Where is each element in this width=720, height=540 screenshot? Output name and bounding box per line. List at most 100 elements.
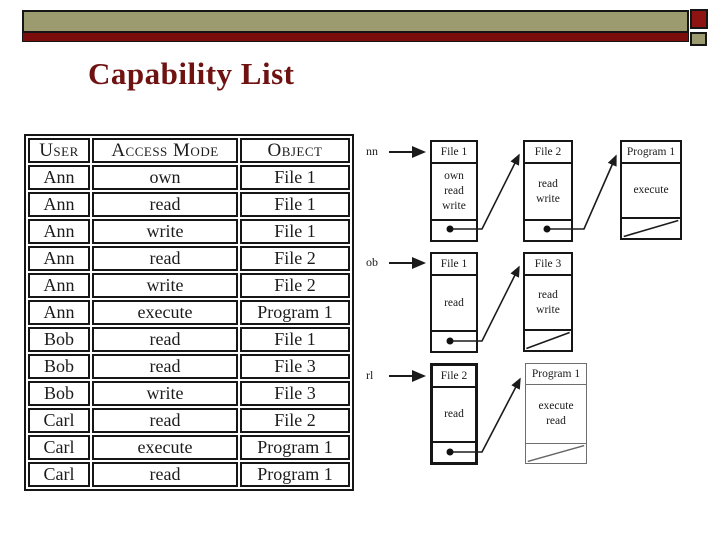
node-title: Program 1 — [622, 142, 680, 164]
user-cell: Carl — [28, 462, 90, 487]
node-permissions: read — [433, 388, 475, 443]
capability-node-ann-program1: Program 1 execute — [620, 140, 682, 240]
user-label-ann-clipped: nn — [366, 144, 378, 158]
object-cell: Program 1 — [240, 462, 350, 487]
node-title: File 1 — [432, 142, 476, 164]
object-cell: Program 1 — [240, 300, 350, 325]
mode-cell: read — [92, 246, 238, 271]
column-header-user: User — [28, 138, 90, 163]
next-pointer-cell — [525, 221, 571, 240]
capability-list-diagram: nn ob rl File 1 own read write File 2 re… — [365, 130, 697, 480]
table-row: Bob read File 1 — [28, 327, 350, 352]
object-cell: File 1 — [240, 219, 350, 244]
object-cell: File 1 — [240, 327, 350, 352]
null-pointer-cell — [525, 331, 571, 350]
capability-node-bob-file3: File 3 read write — [523, 252, 573, 352]
mode-cell: read — [92, 327, 238, 352]
table-row: Bob read File 3 — [28, 354, 350, 379]
permission: read — [444, 185, 464, 197]
user-cell: Carl — [28, 408, 90, 433]
slide-title: Capability List — [88, 56, 295, 91]
user-cell: Ann — [28, 246, 90, 271]
permission: execute — [538, 400, 574, 412]
node-title: Program 1 — [526, 364, 586, 385]
table-header-row: User Access Mode Object — [28, 138, 350, 163]
mode-cell: execute — [92, 300, 238, 325]
node-title: File 2 — [525, 142, 571, 164]
node-title: File 3 — [525, 254, 571, 276]
mode-cell: write — [92, 273, 238, 298]
node-permissions: own read write — [432, 164, 476, 221]
mode-cell: read — [92, 462, 238, 487]
user-cell: Ann — [28, 165, 90, 190]
node-permissions: read write — [525, 164, 571, 221]
column-header-access: Access Mode — [92, 138, 238, 163]
object-cell: File 1 — [240, 192, 350, 217]
next-pointer-cell — [432, 221, 476, 240]
capability-node-bob-file1: File 1 read — [430, 252, 478, 353]
user-cell: Bob — [28, 381, 90, 406]
table-row: Ann write File 2 — [28, 273, 350, 298]
next-pointer-cell — [432, 332, 476, 351]
user-cell: Ann — [28, 219, 90, 244]
node-permissions: execute — [622, 164, 680, 219]
null-pointer-cell — [526, 444, 586, 463]
table-row: Carl read File 2 — [28, 408, 350, 433]
table-row: Ann execute Program 1 — [28, 300, 350, 325]
permission: read — [538, 177, 558, 190]
table-row: Carl execute Program 1 — [28, 435, 350, 460]
node-permissions: read — [432, 276, 476, 332]
capability-node-carl-program1: Program 1 execute read — [525, 363, 587, 464]
mode-cell: read — [92, 192, 238, 217]
mode-cell: execute — [92, 435, 238, 460]
column-header-object: Object — [240, 138, 350, 163]
access-control-table: User Access Mode Object Ann own File 1 A… — [24, 134, 354, 491]
permission: read — [546, 415, 566, 427]
permission: write — [536, 303, 560, 316]
capability-node-ann-file2: File 2 read write — [523, 140, 573, 242]
node-title: File 1 — [432, 254, 476, 276]
permission: write — [536, 192, 560, 205]
object-cell: File 3 — [240, 354, 350, 379]
object-cell: File 2 — [240, 273, 350, 298]
mode-cell: own — [92, 165, 238, 190]
table-row: Ann read File 1 — [28, 192, 350, 217]
user-cell: Bob — [28, 354, 90, 379]
permission: own — [444, 170, 464, 182]
mode-cell: write — [92, 219, 238, 244]
user-cell: Bob — [28, 327, 90, 352]
user-cell: Ann — [28, 273, 90, 298]
table-row: Ann read File 2 — [28, 246, 350, 271]
object-cell: Program 1 — [240, 435, 350, 460]
next-pointer-cell — [433, 443, 475, 462]
object-cell: File 1 — [240, 165, 350, 190]
table-row: Bob write File 3 — [28, 381, 350, 406]
header-accent-olive-square — [690, 32, 707, 46]
mode-cell: read — [92, 408, 238, 433]
permission: read — [444, 296, 464, 309]
node-permissions: execute read — [526, 385, 586, 444]
user-label-carl-clipped: rl — [366, 368, 374, 382]
mode-cell: read — [92, 354, 238, 379]
capability-node-carl-file2: File 2 read — [430, 363, 478, 465]
object-cell: File 2 — [240, 408, 350, 433]
permission: execute — [633, 184, 669, 196]
null-pointer-cell — [622, 219, 680, 238]
mode-cell: write — [92, 381, 238, 406]
node-permissions: read write — [525, 276, 571, 331]
header-accent-red-square — [690, 9, 708, 29]
header-bar-olive — [22, 10, 689, 33]
permission: read — [444, 408, 464, 420]
permission: read — [538, 288, 558, 301]
null-pointer-icon — [527, 444, 585, 463]
user-cell: Ann — [28, 192, 90, 217]
null-pointer-icon — [623, 219, 679, 238]
user-label-bob-clipped: ob — [366, 255, 378, 269]
object-cell: File 2 — [240, 246, 350, 271]
capability-node-ann-file1: File 1 own read write — [430, 140, 478, 242]
header-bar-maroon — [22, 32, 689, 42]
permission: write — [442, 200, 466, 212]
node-title: File 2 — [433, 366, 475, 388]
object-cell: File 3 — [240, 381, 350, 406]
table-row: Ann write File 1 — [28, 219, 350, 244]
